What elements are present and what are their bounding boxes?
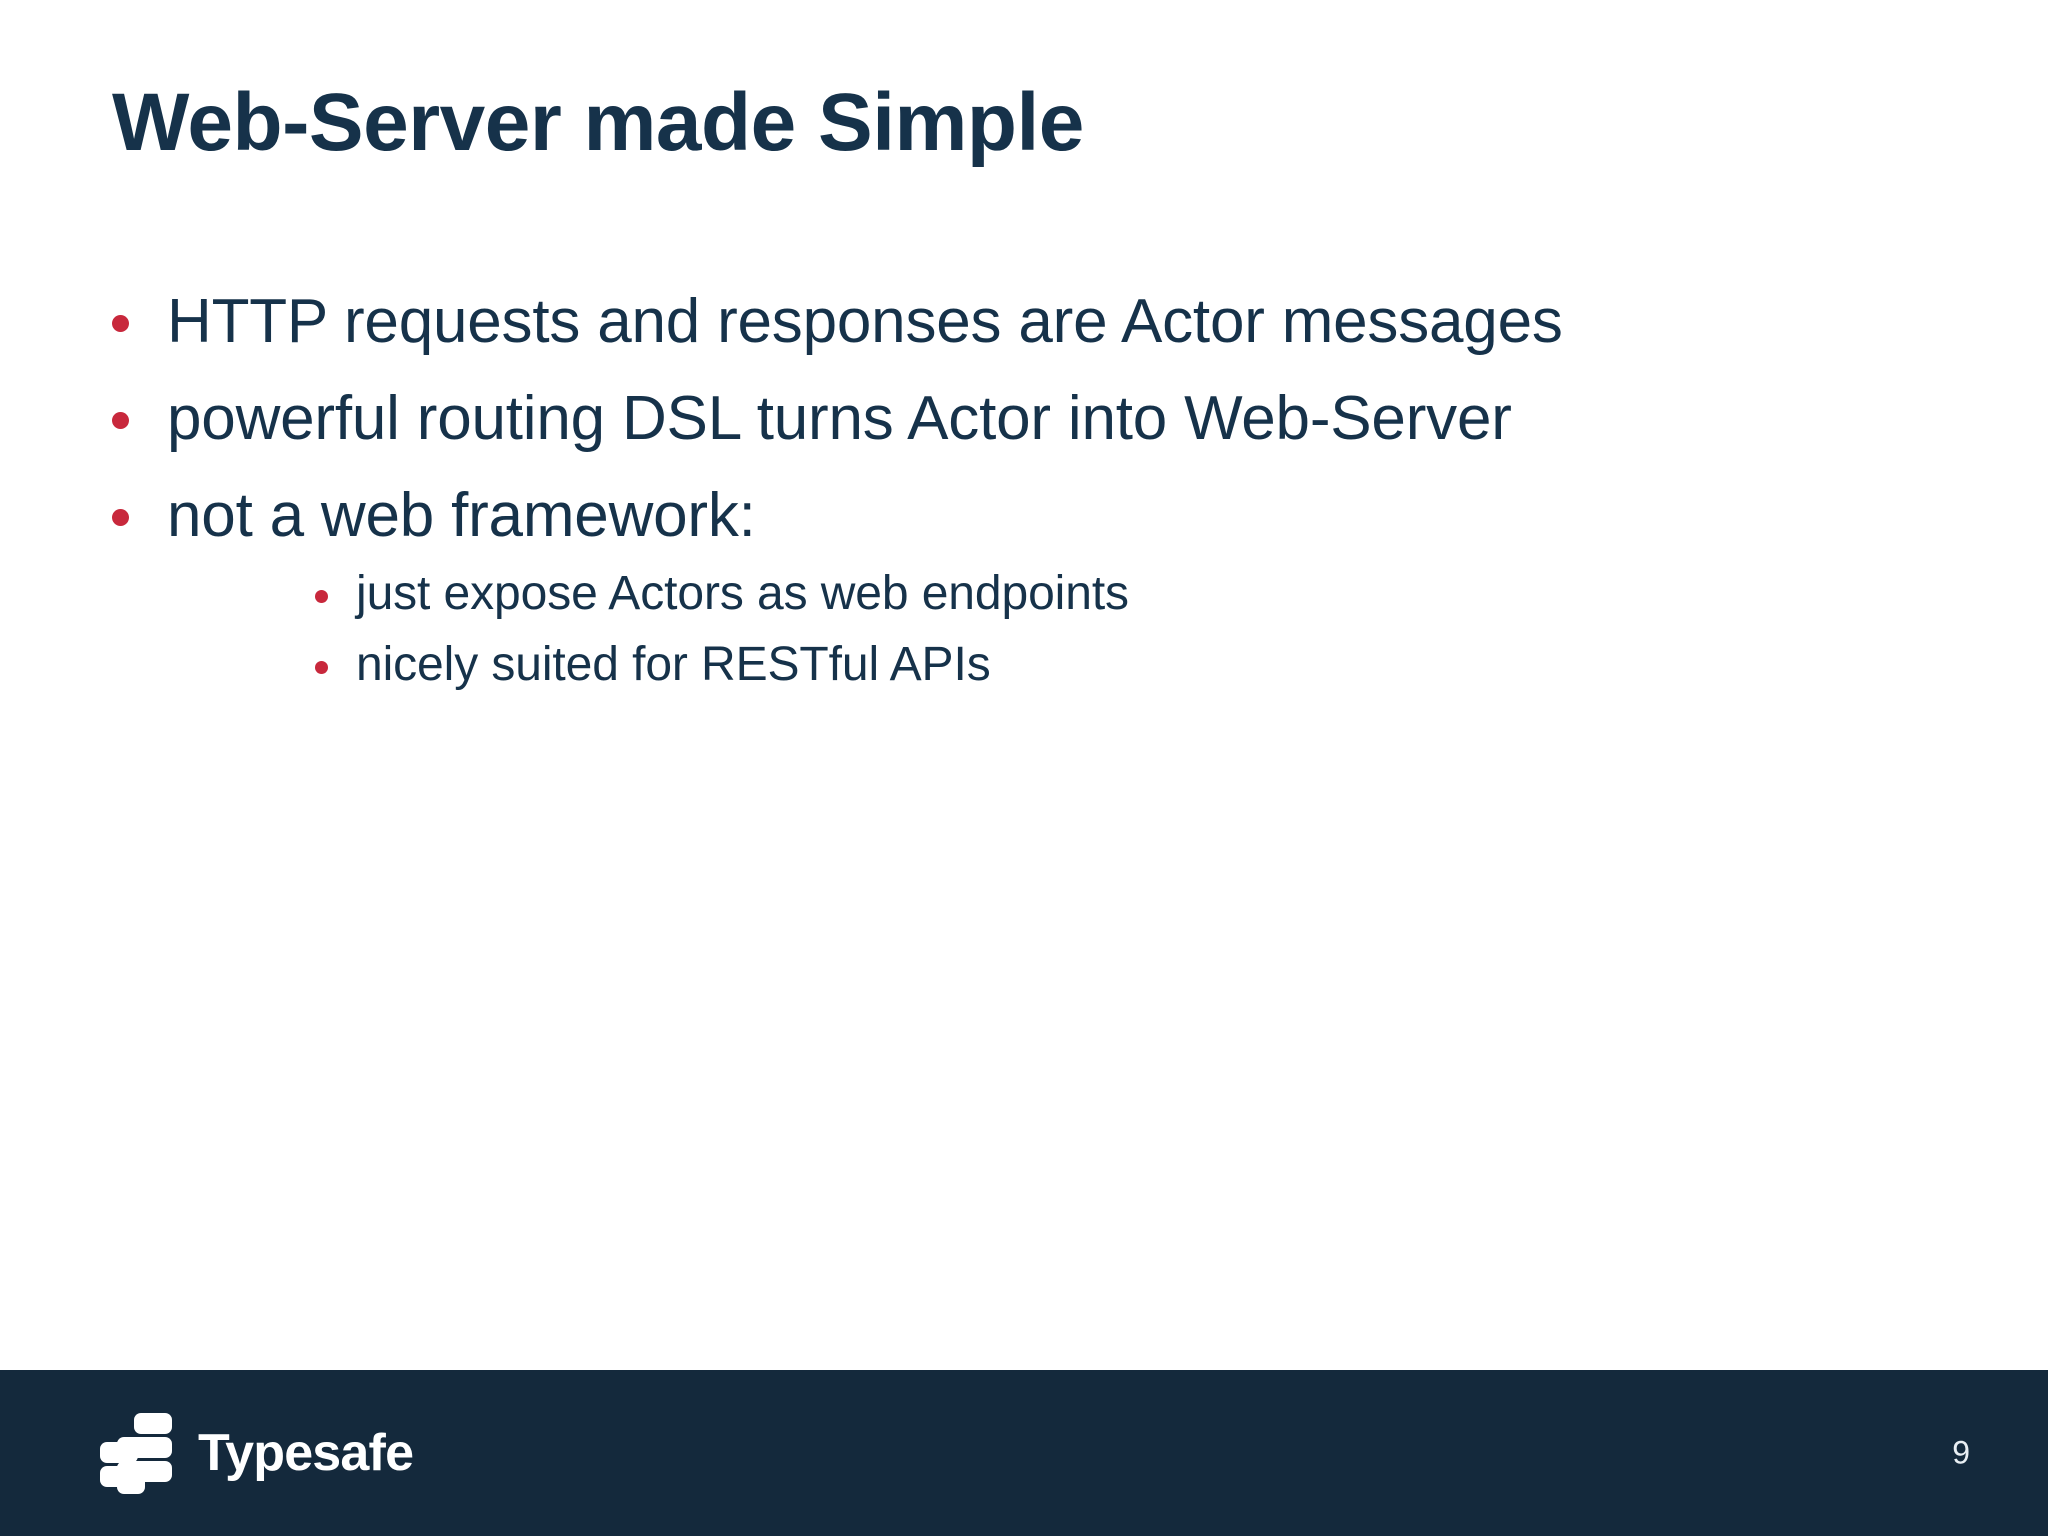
logo-block (117, 1473, 145, 1494)
sub-list-item: nicely suited for RESTful APIs (315, 637, 1129, 694)
bullet-dot-icon (112, 412, 129, 430)
bullet-list: HTTP requests and responses are Actor me… (112, 285, 1932, 732)
list-item: not a web framework: just expose Actors … (112, 479, 1932, 707)
sub-bullet-list: just expose Actors as web endpoints nice… (315, 566, 1129, 693)
slide-footer: Typesafe 9 (0, 1370, 2048, 1536)
sub-bullet-text: just expose Actors as web endpoints (356, 567, 1129, 621)
bullet-dot-icon (112, 509, 129, 527)
sub-bullet-text: nicely suited for RESTful APIs (356, 638, 991, 692)
brand-name: Typesafe (198, 1424, 414, 1482)
list-item: HTTP requests and responses are Actor me… (112, 285, 1932, 358)
typesafe-logo-icon (100, 1411, 176, 1495)
bullet-text: not a web framework: (167, 481, 756, 551)
logo-block (134, 1413, 172, 1434)
sub-bullet-dot-icon (315, 590, 328, 604)
list-item: powerful routing DSL turns Actor into We… (112, 382, 1932, 455)
logo-block (100, 1442, 138, 1463)
brand: Typesafe (100, 1411, 414, 1495)
page-title: Web-Server made Simple (112, 77, 1084, 168)
bullet-text: HTTP requests and responses are Actor me… (167, 287, 1563, 356)
sub-bullet-dot-icon (315, 661, 328, 675)
bullet-dot-icon (112, 315, 129, 332)
sub-list-item: just expose Actors as web endpoints (315, 566, 1129, 623)
bullet-text: powerful routing DSL turns Actor into We… (167, 384, 1512, 454)
page-number: 9 (1952, 1434, 1970, 1471)
